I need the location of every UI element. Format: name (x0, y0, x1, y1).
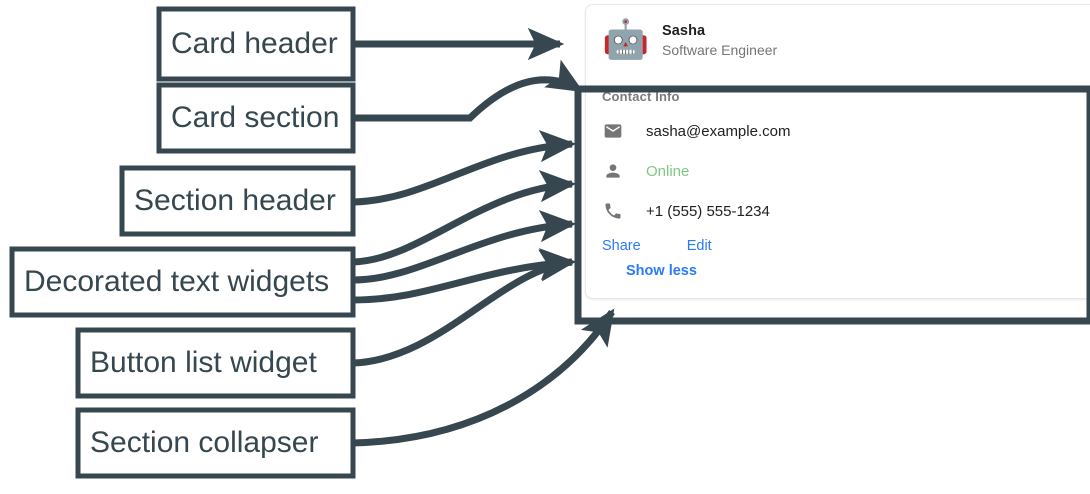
connector-lines (352, 27, 615, 447)
section-header: Contact Info (602, 89, 680, 104)
email-text: sasha@example.com (646, 122, 791, 140)
annotation-card-section: Card section (156, 82, 356, 154)
annotation-card-header: Card header (156, 6, 356, 82)
phone-icon (602, 200, 624, 222)
annotation-decorated-text-label: Decorated text widgets (24, 265, 329, 298)
card-header-text: Sasha Software Engineer (662, 23, 777, 58)
profile-card: 🤖 Sasha Software Engineer Contact Info s… (585, 4, 1090, 299)
connector-decorated-2 (352, 210, 577, 284)
decorated-text-widget-phone: +1 (555) 555-1234 (602, 198, 1090, 224)
share-button[interactable]: Share (602, 238, 641, 254)
robot-face-icon: 🤖 (602, 19, 650, 61)
connector-decorated-1 (352, 170, 577, 266)
connector-card-section (353, 59, 584, 122)
show-less-button[interactable]: Show less (626, 263, 697, 279)
card-section: Contact Info sasha@example.com Online (586, 75, 1090, 298)
annotation-section-header: Section header (119, 165, 356, 237)
card-header-title: Sasha (662, 22, 706, 39)
annotation-section-header-label: Section header (134, 184, 336, 217)
annotation-card-header-label: Card header (171, 27, 338, 60)
annotation-label-boxes: Card header Card section Section header … (9, 6, 356, 479)
annotation-button-list-label: Button list widget (90, 346, 317, 379)
connector-section-header (352, 130, 577, 206)
annotation-decorated-text: Decorated text widgets (9, 246, 356, 318)
section-collapser: Show less (626, 262, 1090, 280)
annotation-button-list: Button list widget (75, 327, 356, 399)
person-icon (602, 160, 624, 182)
connector-decorated-3 (352, 248, 577, 304)
email-icon (602, 120, 624, 142)
button-list-widget: Share Edit (602, 238, 1090, 254)
annotation-card-section-label: Card section (171, 101, 339, 134)
card-header: 🤖 Sasha Software Engineer (586, 5, 1090, 75)
card-header-subtitle: Software Engineer (662, 41, 778, 58)
connector-section-collapser (352, 308, 615, 447)
annotation-section-collapser: Section collapser (75, 407, 356, 479)
decorated-text-widget-status: Online (602, 158, 1090, 184)
connector-button-list (352, 249, 577, 367)
phone-text: +1 (555) 555-1234 (646, 202, 770, 220)
edit-button[interactable]: Edit (686, 238, 712, 254)
annotation-section-collapser-label: Section collapser (90, 426, 318, 459)
status-text: Online (646, 162, 690, 180)
decorated-text-widget-email: sasha@example.com (602, 118, 1090, 144)
